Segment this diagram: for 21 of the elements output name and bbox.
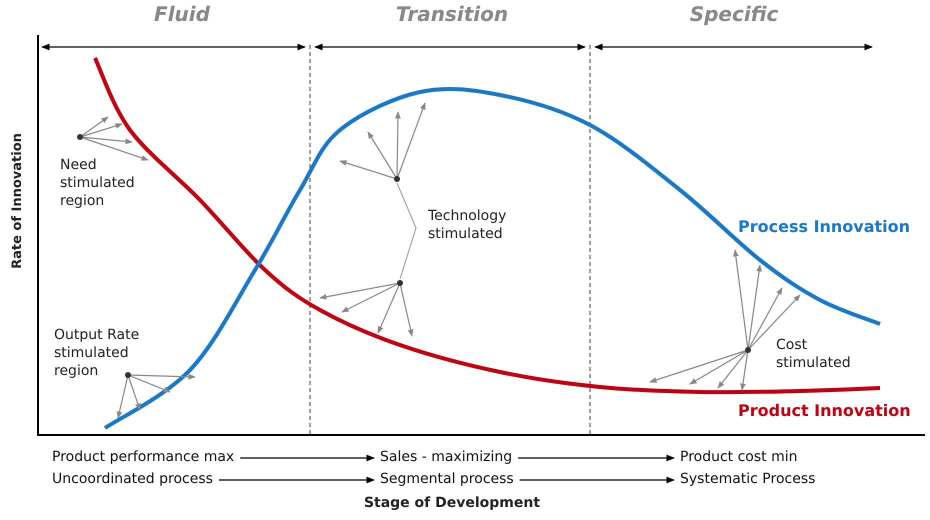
curve-label: Process Innovation: [738, 218, 912, 236]
stage-text: Sales - maximizing: [380, 448, 512, 466]
arrow: [218, 476, 375, 484]
stage-text: Segmental process: [380, 470, 514, 488]
stage-text: Systematic Process: [680, 470, 816, 488]
phase-label: Transition: [394, 5, 510, 23]
arrow: [240, 454, 375, 462]
phase-label: Fluid: [153, 5, 211, 23]
stage-text: Product cost min: [680, 448, 798, 466]
axis-title: Stage of Development: [362, 494, 542, 512]
stage-text: Uncoordinated process: [52, 470, 213, 488]
annotation-text: Cost stimulated: [776, 336, 852, 372]
arrow: [518, 454, 675, 462]
annotation-text: Output Rate stimulated region: [54, 326, 140, 380]
stage-text: Product performance max: [52, 448, 234, 466]
annotation-text: Technology stimulated: [428, 207, 508, 243]
arrow: [520, 476, 675, 484]
curve-label: Product Innovation: [738, 402, 912, 420]
axis-title: Rate of Innovation: [9, 132, 26, 271]
phase-label: Specific: [688, 5, 780, 23]
annotation-text: Need stimulated region: [60, 156, 136, 210]
